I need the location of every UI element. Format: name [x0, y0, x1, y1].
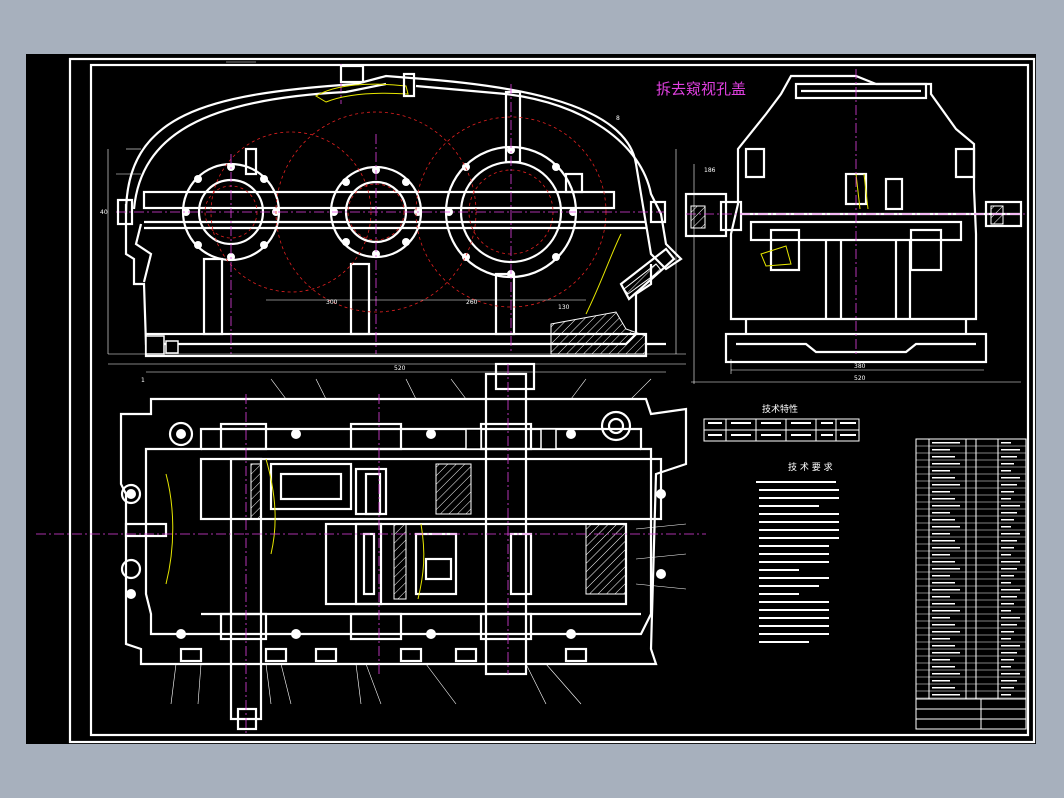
svg-text:300: 300	[326, 299, 338, 306]
spec-table-title: 技术特性	[762, 405, 799, 415]
svg-text:130: 130	[558, 304, 570, 311]
outer-border	[68, 57, 1036, 744]
spec-table	[703, 418, 860, 442]
svg-text:380: 380	[854, 363, 866, 370]
inner-border	[89, 63, 1030, 737]
side-view: 520 380 186	[684, 69, 1026, 384]
annotation-remove-inspection-cover: 拆去窥视孔盖	[656, 80, 747, 98]
svg-text:520: 520	[854, 375, 866, 382]
svg-text:8: 8	[616, 115, 620, 122]
drawing-canvas: 520 300 260 130 40 1 8	[36, 57, 1036, 744]
svg-text:520: 520	[394, 365, 406, 372]
svg-text:260: 260	[466, 299, 478, 306]
svg-text:186: 186	[704, 167, 716, 174]
cad-drawing-viewport[interactable]: 520 300 260 130 40 1 8	[26, 54, 1036, 744]
parts-list	[915, 438, 1027, 730]
requirements-title: 技 术 要 求	[788, 463, 833, 473]
svg-text:40: 40	[100, 209, 108, 216]
plan-view	[36, 362, 706, 734]
svg-text:1: 1	[141, 377, 145, 384]
front-view: 520 300 260 130 40 1 8	[100, 61, 686, 384]
technical-requirements	[756, 481, 839, 643]
